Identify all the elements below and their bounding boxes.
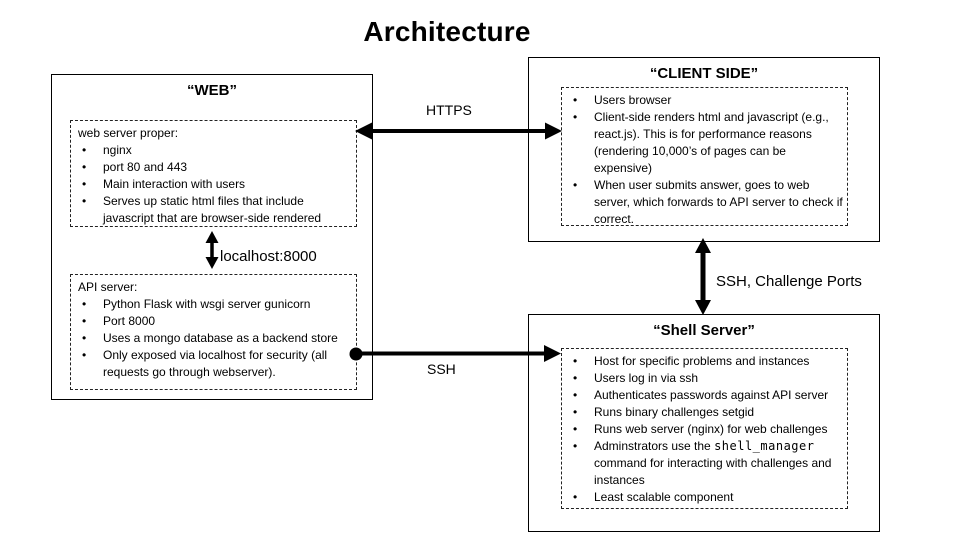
shell-server-box: “Shell Server” • Host for specific proble… xyxy=(528,314,880,532)
bullet-text: Uses a mongo database as a backend store xyxy=(103,331,338,345)
bullet-text: Adminstrators use the shell_manager comm… xyxy=(594,439,832,487)
list-item: • When user submits answer, goes to web s… xyxy=(568,177,843,228)
list-item: • Main interaction with users xyxy=(77,176,352,193)
list-item: • Port 8000 xyxy=(77,313,352,330)
list-item: • nginx xyxy=(77,142,352,159)
bullet-icon: • xyxy=(82,194,87,208)
ssh-challenge-arrow-label: SSH, Challenge Ports xyxy=(716,273,862,290)
bullet-text: Runs binary challenges setgid xyxy=(594,405,755,419)
list-item: • Runs binary challenges setgid xyxy=(568,404,843,421)
bullet-icon: • xyxy=(82,143,87,157)
list-item: • Users browser xyxy=(568,92,843,109)
localhost-arrow-label: localhost:8000 xyxy=(220,248,317,265)
client-side-box: “CLIENT SIDE” • Users browser • Client-side… xyxy=(528,57,880,242)
list-item: • Runs web server (nginx) for web challen… xyxy=(568,421,843,438)
list-item: • Uses a mongo database as a backend stor… xyxy=(77,330,352,347)
bullet-icon: • xyxy=(573,422,578,436)
web-server-bullet-list: • nginx • port 80 and 443 • Main interaction … xyxy=(77,142,352,227)
bullet-text: Runs web server (nginx) for web challeng… xyxy=(594,422,828,436)
list-item: • Adminstrators use the shell_manager com… xyxy=(568,438,843,489)
bullet-text: Users log in via ssh xyxy=(594,371,699,385)
web-box-title: “WEB” xyxy=(187,82,237,99)
list-item: • Users log in via ssh xyxy=(568,370,843,387)
web-box: “WEB” web server proper: • nginx • port 80 … xyxy=(51,74,373,400)
bullet-icon: • xyxy=(82,297,87,311)
list-item: • port 80 and 443 xyxy=(77,159,352,176)
bullet-icon: • xyxy=(573,439,578,453)
bullet-text: Python Flask with wsgi server gunicorn xyxy=(103,297,311,311)
bullet-icon: • xyxy=(573,178,578,192)
bullet-text: Only exposed via localhost for security … xyxy=(103,348,328,379)
bullet-icon: • xyxy=(82,348,87,362)
bullet-icon: • xyxy=(573,405,578,419)
bullet-icon: • xyxy=(573,490,578,504)
api-server-bullet-list: •Python Flask with wsgi server gunicorn•… xyxy=(77,296,352,381)
list-item: • Only exposed via localhost for security… xyxy=(77,347,352,381)
bullet-text: Client-side renders html and javascript … xyxy=(594,110,829,175)
web-server-proper-box: web server proper: • nginx • port 80 and 44… xyxy=(70,120,357,227)
bullet-text: Authenticates passwords against API serv… xyxy=(594,388,829,402)
bullet-icon: • xyxy=(573,110,578,124)
bullet-icon: • xyxy=(573,93,578,107)
shell-server-bullet-list: • Host for specific problems and instance… xyxy=(568,353,843,506)
bullet-text: Host for specific problems and instances xyxy=(594,354,810,368)
bullet-icon: • xyxy=(573,371,578,385)
bullet-text: Serves up static html files that include… xyxy=(103,194,322,225)
page-title: Architecture xyxy=(363,16,531,47)
shell-server-box-title: “Shell Server” xyxy=(653,322,755,339)
list-item: • Serves up static html files that includ… xyxy=(77,193,352,227)
ssh-challenge-double-arrow-icon xyxy=(695,238,711,315)
bullet-text: nginx xyxy=(103,143,132,157)
list-item: • Python Flask with wsgi server gunicorn xyxy=(77,296,352,313)
list-item: • Least scalable component xyxy=(568,489,843,506)
bullet-icon: • xyxy=(82,177,87,191)
client-side-bullet-list: • Users browser • Client-side renders html … xyxy=(568,92,843,228)
bullet-text: Least scalable component xyxy=(594,490,734,504)
web-server-heading: web server proper: xyxy=(78,126,179,140)
client-side-box-title: “CLIENT SIDE” xyxy=(649,65,759,82)
bullet-text: port 80 and 443 xyxy=(103,160,188,174)
inline-code: shell_manager xyxy=(714,439,815,453)
bullet-text: Main interaction with users xyxy=(103,177,246,191)
client-side-inner-box: • Users browser • Client-side renders html … xyxy=(561,87,848,226)
list-item: • Authenticates passwords against API ser… xyxy=(568,387,843,404)
bullet-icon: • xyxy=(82,160,87,174)
bullet-text: Port 8000 xyxy=(103,314,156,328)
shell-server-inner-box: • Host for specific problems and instance… xyxy=(561,348,848,509)
api-server-box: API server: • Python Flask with wsgi serv… xyxy=(70,274,357,390)
list-item: • Host for specific problems and instance… xyxy=(568,353,843,370)
bullet-icon: • xyxy=(573,388,578,402)
bullet-icon: • xyxy=(82,331,87,345)
ssh-arrow-label: SSH xyxy=(427,361,456,377)
bullet-icon: • xyxy=(82,314,87,328)
list-item: • Client-side renders html and javascript… xyxy=(568,109,843,177)
https-arrow-label: HTTPS xyxy=(426,102,472,118)
bullet-text: Users browser xyxy=(594,93,672,107)
bullet-icon: • xyxy=(573,354,578,368)
api-server-heading: API server: xyxy=(78,280,138,294)
bullet-text: When user submits answer, goes to web se… xyxy=(594,178,843,226)
